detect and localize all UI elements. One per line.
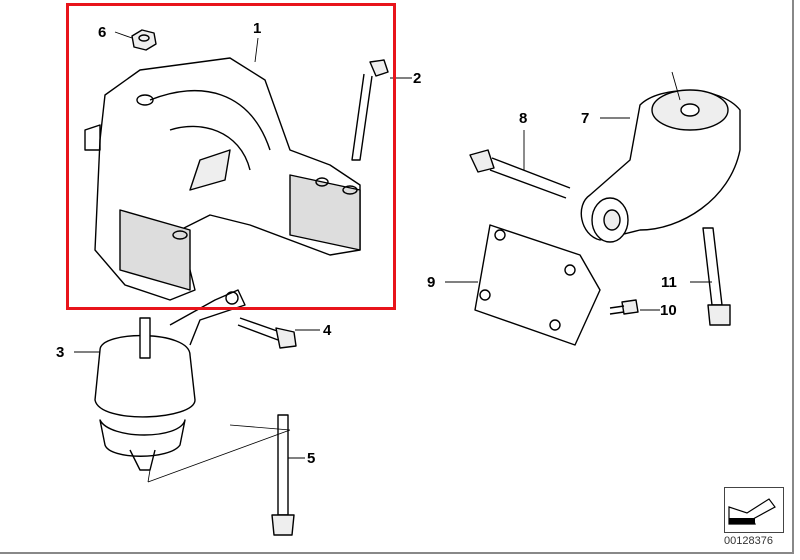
callout-1[interactable]: 1 bbox=[253, 20, 262, 37]
leader-lines bbox=[74, 31, 712, 459]
part-9-plate[interactable] bbox=[474, 224, 601, 346]
part-10-bolt[interactable] bbox=[609, 299, 639, 315]
callout-4[interactable]: 4 bbox=[323, 322, 332, 339]
callout-3[interactable]: 3 bbox=[56, 344, 65, 361]
part-11-bolt[interactable] bbox=[702, 227, 731, 326]
callout-9[interactable]: 9 bbox=[427, 274, 436, 291]
highlight-box bbox=[66, 3, 396, 310]
document-number: 00128376 bbox=[724, 535, 773, 547]
part-5-bolt[interactable] bbox=[271, 414, 295, 536]
callout-5[interactable]: 5 bbox=[307, 450, 316, 467]
part-8-bolt[interactable] bbox=[469, 149, 571, 199]
callout-8[interactable]: 8 bbox=[519, 110, 528, 127]
callout-2[interactable]: 2 bbox=[413, 70, 422, 87]
part-1-bracket[interactable] bbox=[84, 57, 361, 301]
callout-7[interactable]: 7 bbox=[581, 110, 590, 127]
part-6-nut[interactable] bbox=[131, 29, 157, 51]
part-7-torque-rod[interactable] bbox=[580, 89, 741, 243]
callout-6[interactable]: 6 bbox=[98, 24, 107, 41]
callout-10[interactable]: 10 bbox=[660, 302, 677, 319]
part-2-bolt[interactable] bbox=[351, 59, 389, 161]
part-3-engine-mount[interactable] bbox=[94, 289, 246, 471]
part-4-bolt[interactable] bbox=[237, 317, 297, 349]
callout-11[interactable]: 11 bbox=[661, 274, 677, 291]
